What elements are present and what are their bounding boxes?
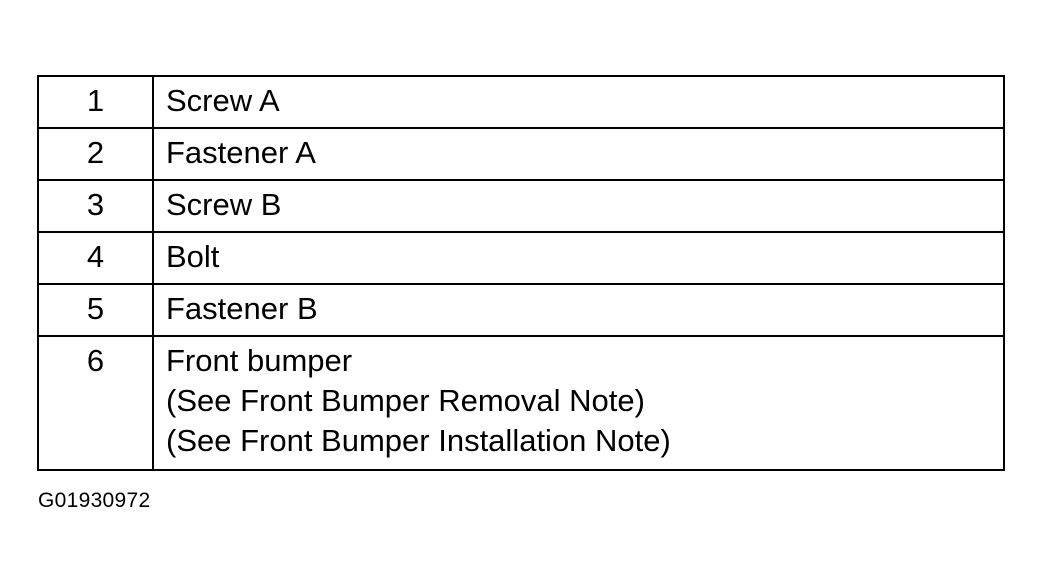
item-description: Screw B bbox=[152, 179, 1005, 233]
item-description-line: Screw B bbox=[166, 187, 282, 222]
item-number: 4 bbox=[37, 231, 154, 285]
item-description-line: Screw A bbox=[166, 83, 280, 118]
item-number: 1 bbox=[37, 75, 154, 129]
item-description: Fastener B bbox=[152, 283, 1005, 337]
item-description: Screw A bbox=[152, 75, 1005, 129]
item-description-line: Fastener B bbox=[166, 291, 318, 326]
item-description-line: Fastener A bbox=[166, 135, 316, 170]
item-description-line: (See Front Bumper Installation Note) bbox=[166, 423, 671, 458]
item-number: 2 bbox=[37, 127, 154, 181]
table-row: 6 Front bumper (See Front Bumper Removal… bbox=[37, 335, 1005, 471]
table-row: 3 Screw B bbox=[37, 179, 1005, 233]
figure-id: G01930972 bbox=[38, 489, 151, 512]
table-row: 2 Fastener A bbox=[37, 127, 1005, 181]
item-number: 5 bbox=[37, 283, 154, 337]
table-row: 4 Bolt bbox=[37, 231, 1005, 285]
item-number: 3 bbox=[37, 179, 154, 233]
item-description-line: Front bumper bbox=[166, 343, 353, 378]
item-description-line: Bolt bbox=[166, 239, 220, 274]
item-description: Front bumper (See Front Bumper Removal N… bbox=[152, 335, 1005, 471]
item-number: 6 bbox=[37, 335, 154, 471]
item-description: Fastener A bbox=[152, 127, 1005, 181]
item-description: Bolt bbox=[152, 231, 1005, 285]
item-description-line: (See Front Bumper Removal Note) bbox=[166, 383, 645, 418]
table-row: 1 Screw A bbox=[37, 75, 1005, 129]
parts-legend-table: 1 Screw A 2 Fastener A 3 Screw B 4 Bolt … bbox=[37, 75, 1005, 471]
table-row: 5 Fastener B bbox=[37, 283, 1005, 337]
